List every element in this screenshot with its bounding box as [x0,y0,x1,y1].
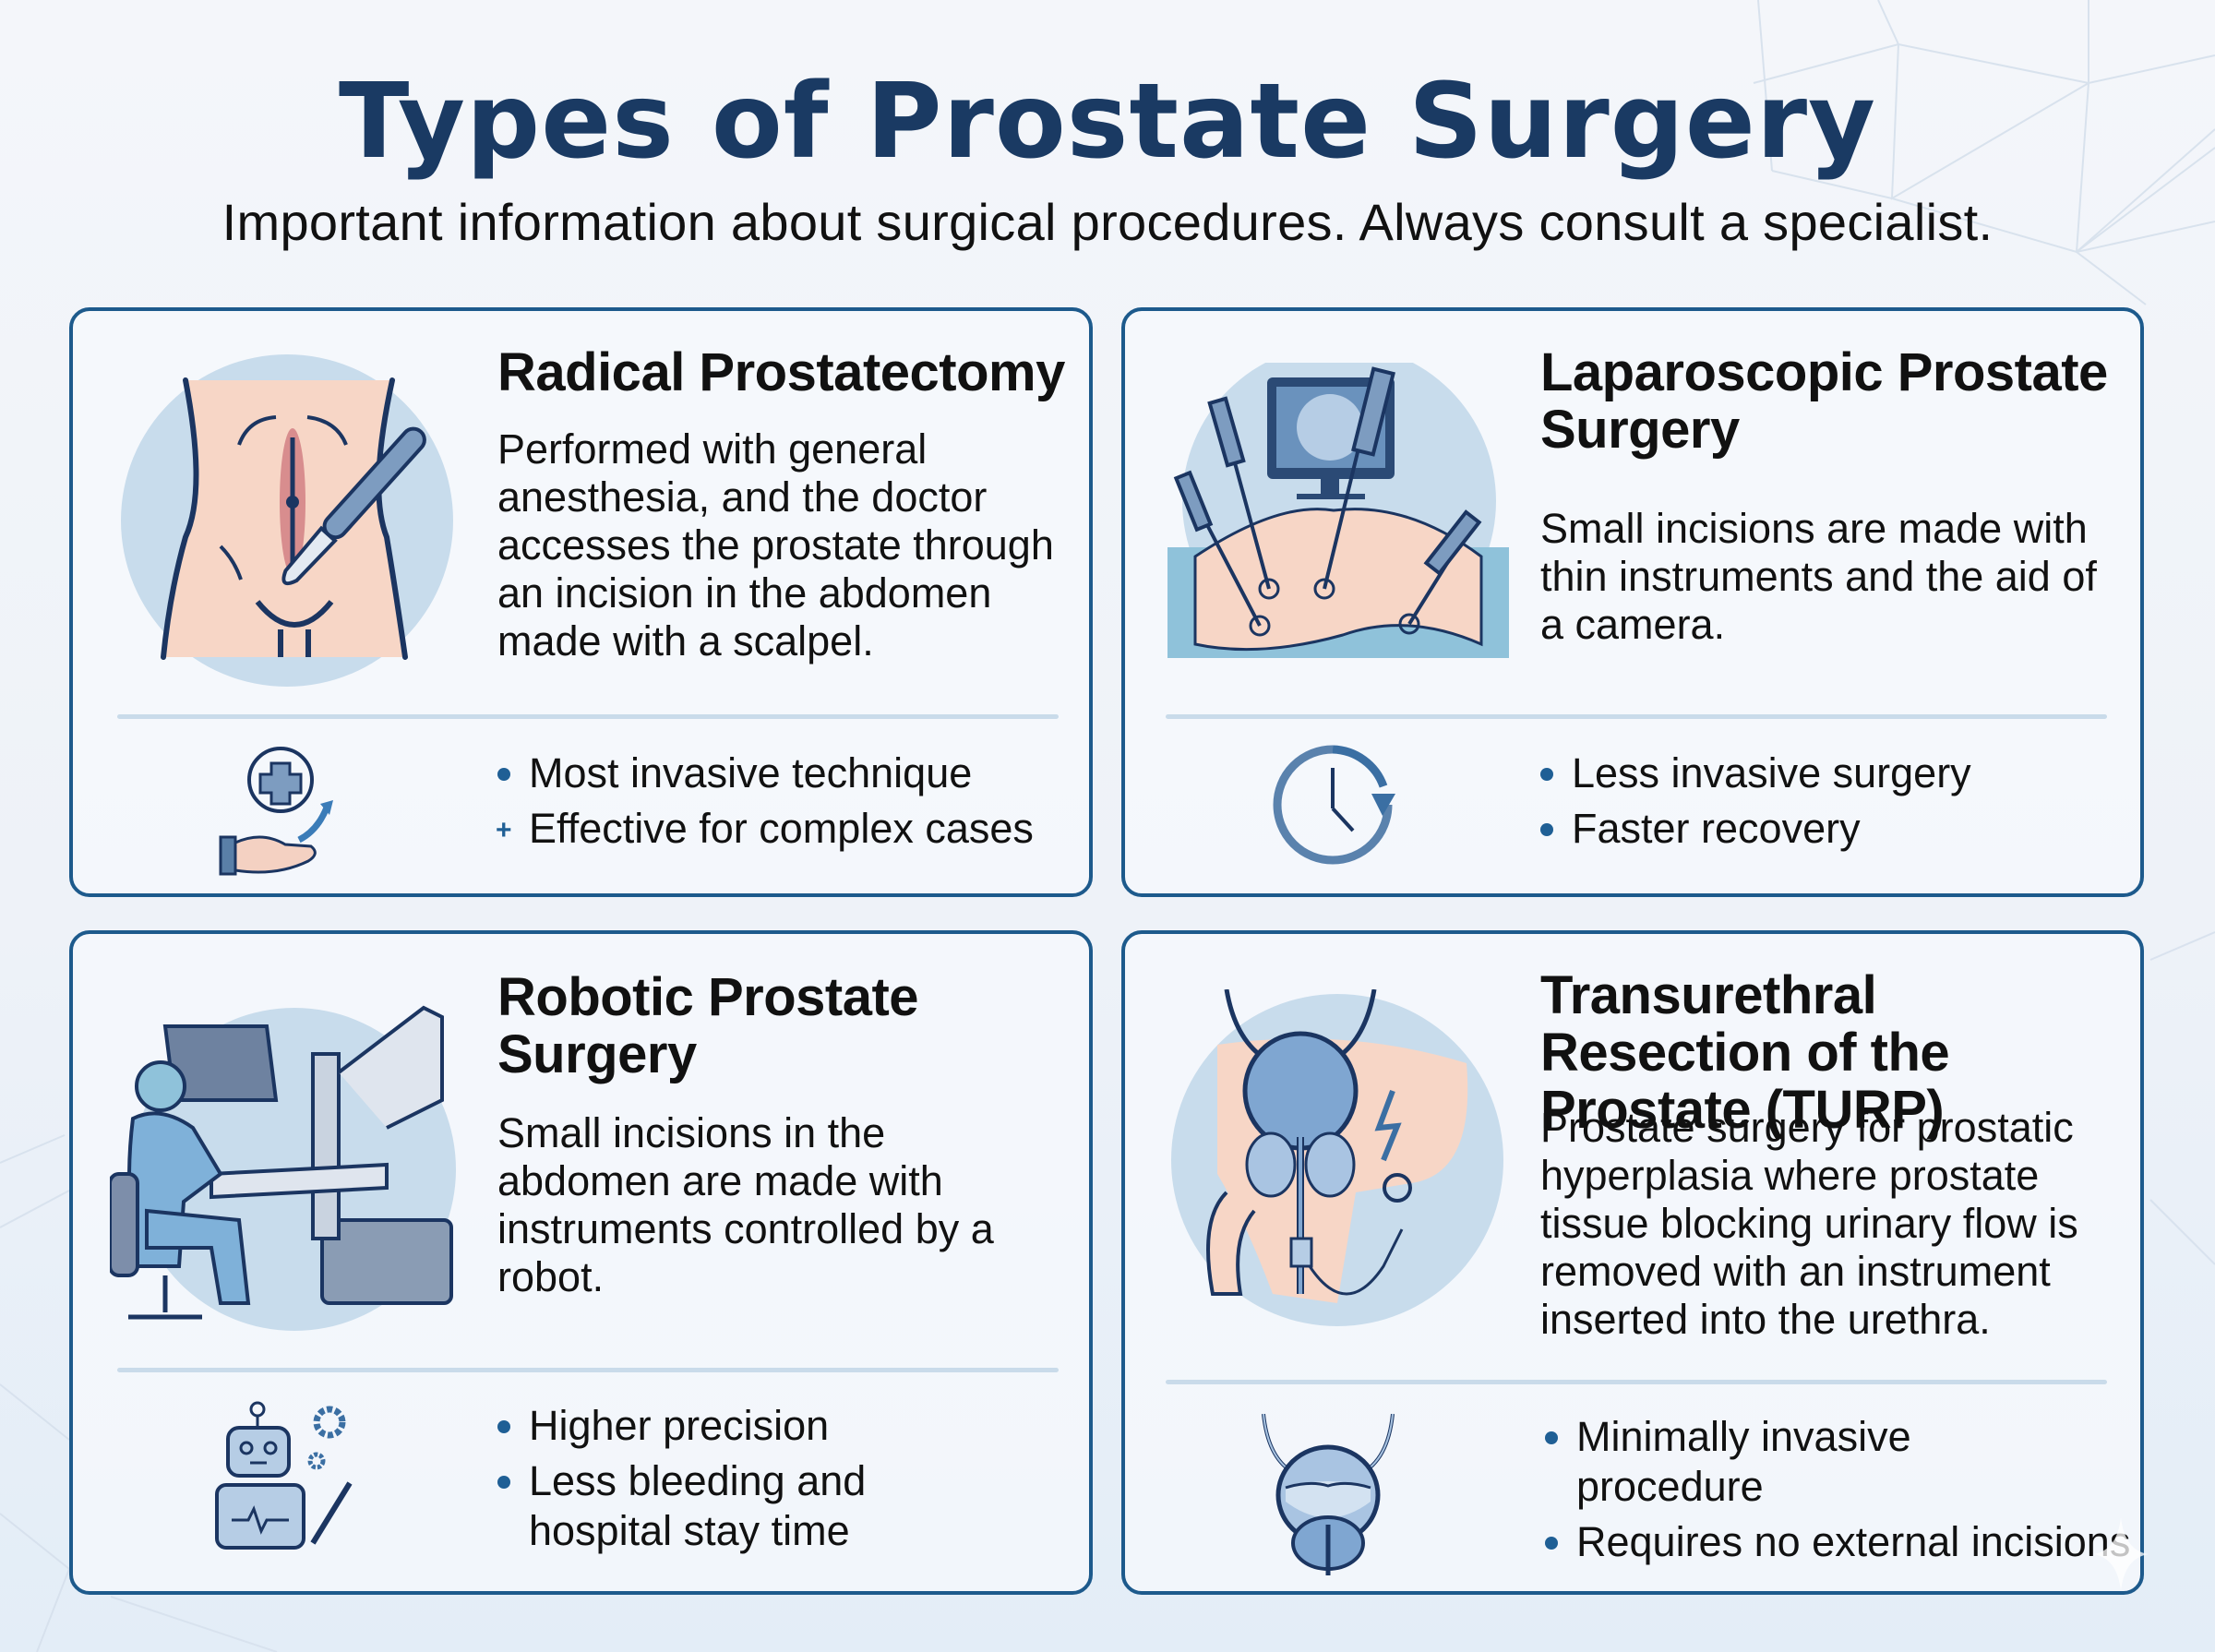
card-description: Small incisions in the abdomen are made … [497,1109,994,1300]
bullet-item: Less bleeding and hospital stay time [497,1456,940,1556]
bullet-item: Minimally invasive procedure [1545,1412,1942,1512]
page-title: Types of Prostate Surgery [338,62,1877,182]
sparkle-watermark-icon [2093,1517,2149,1591]
card-radical-prostatectomy: Radical Prostatectomy Performed with gen… [69,307,1093,897]
bullet-dot-icon [1545,1537,1558,1550]
card-title: Robotic Prostate Surgery [497,967,919,1084]
bullet-plus-icon: + [496,815,512,845]
card-bullets: Most invasive technique +Effective for c… [496,748,1088,859]
bullet-item: Less invasive surgery [1540,748,2131,798]
bullet-dot-icon [1545,1431,1558,1444]
bladder-prostate-resectoscope-illustration [1171,989,1503,1326]
bullet-dot-icon [497,768,510,781]
hand-medical-cross-icon [219,747,333,876]
bullet-item: +Effective for complex cases [496,805,1034,852]
bullet-item: Faster recovery [1540,804,2131,854]
card-divider [117,1368,1059,1372]
abdomen-incision-scalpel-illustration [121,354,453,687]
page-subtitle: Important information about surgical pro… [222,193,1994,251]
card-divider [1166,714,2107,719]
surgeon-robot-console-illustration [110,1005,456,1331]
card-description: Small incisions are made with thin instr… [1540,505,2097,648]
card-bullets: Higher precision Less bleeding and hospi… [497,1401,940,1562]
clock-recovery-icon [1273,745,1395,865]
card-title: Radical Prostatectomy [497,342,1065,402]
bullet-dot-icon [1540,768,1553,781]
card-turp: Transurethral Resection of the Prostate … [1121,930,2144,1595]
bullet-item: Requires no external incisions [1545,1517,2130,1567]
bladder-icon [1262,1414,1395,1575]
card-robotic-surgery: Robotic Prostate Surgery Small incisions… [69,930,1093,1595]
bullet-dot-icon [1540,823,1553,836]
card-title: Transurethral Resection of the Prostate … [1540,965,1950,1140]
card-title: Laparoscopic Prostate Surgery [1540,342,2108,460]
card-divider [1166,1380,2107,1384]
robot-gear-scalpel-icon [215,1401,353,1550]
card-bullets: Minimally invasive procedure Requires no… [1545,1412,2130,1573]
bullet-item: Higher precision [497,1401,940,1451]
card-bullets: Less invasive surgery Faster recovery [1540,748,2131,859]
bullet-dot-icon [497,1420,510,1433]
bullet-dot-icon [497,1476,510,1489]
card-description: Prostate surgery for prostatic hyperplas… [1540,1104,2078,1343]
laparoscopic-instruments-monitor-illustration [1167,363,1509,658]
card-laparoscopic-surgery: Laparoscopic Prostate Surgery Small inci… [1121,307,2144,897]
card-divider [117,714,1059,719]
bullet-item: Most invasive technique [497,748,1088,798]
card-description: Performed with general anesthesia, and t… [497,425,1054,664]
